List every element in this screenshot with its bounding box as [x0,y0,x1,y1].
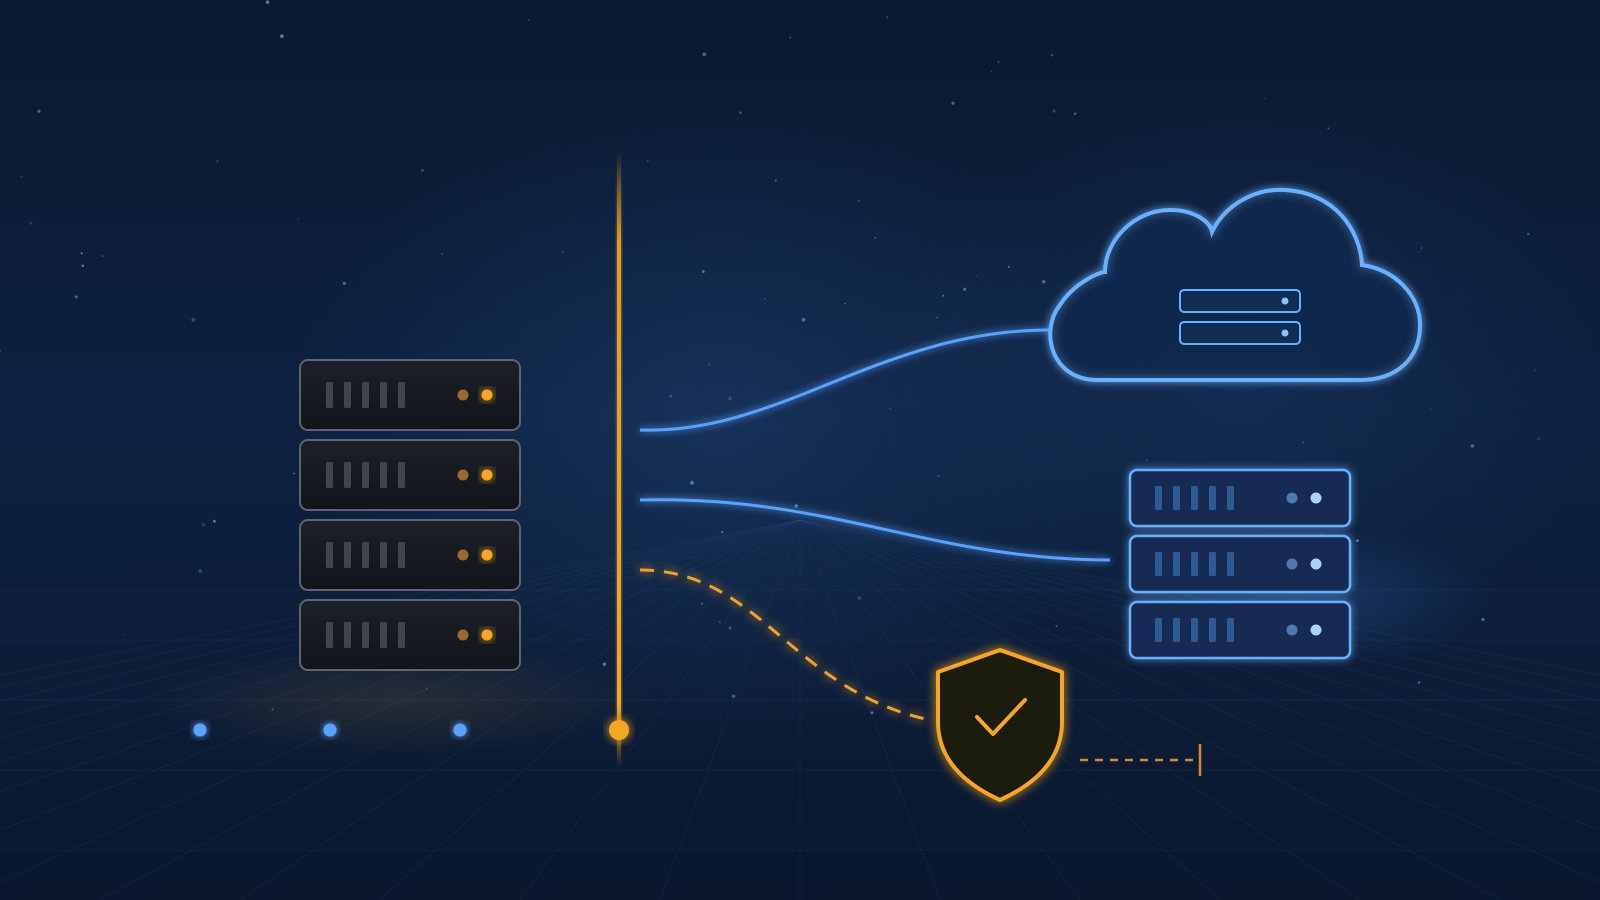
cloud-icon [1048,187,1423,382]
on-prem-floor-glow [140,645,660,755]
on-prem-server-unit [299,439,521,511]
security-dashed-link [1080,744,1202,776]
on-prem-server-rack-icon [299,359,521,671]
timeline-node [453,723,467,737]
timeline-node [323,723,337,737]
cloud-rack-server-unit [1128,600,1352,660]
cloud-rack-server-unit [1128,534,1352,594]
cloud-rack-server-unit [1128,468,1352,528]
on-prem-server-unit [299,599,521,671]
on-prem-server-unit [299,519,521,591]
cloud-server-icon [1179,289,1301,345]
connector-to-cloud-rack [639,498,1111,562]
cloud-server-rack-icon [1128,468,1352,660]
timeline-nodes [193,720,629,740]
migration-divider-line [617,152,621,766]
on-prem-server-unit [299,359,521,431]
shield-check-icon [936,648,1064,802]
timeline-node [193,723,207,737]
starfield [0,0,1540,715]
connector-to-security [639,568,931,722]
timeline-node-active [609,720,629,740]
connector-to-cloud [639,328,1051,432]
